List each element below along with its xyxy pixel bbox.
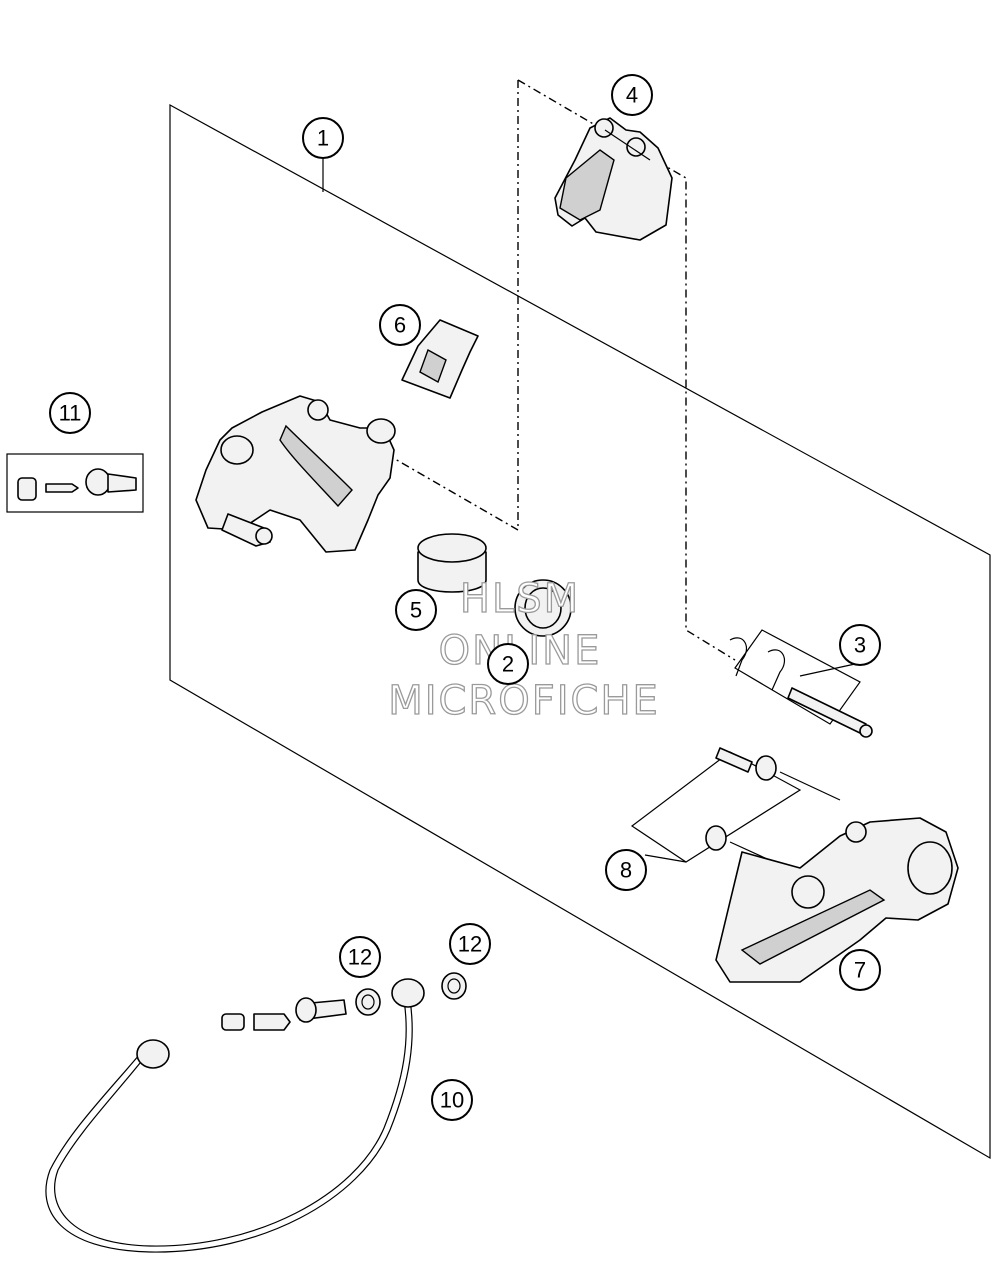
- callout-10-label: 10: [440, 1088, 464, 1113]
- piston-seal: [514, 579, 572, 637]
- sealing-washers: [355, 972, 467, 1016]
- callout-2: 2: [487, 643, 529, 685]
- callout-6: 6: [379, 304, 421, 346]
- pad-retainer: [401, 319, 479, 399]
- callout-12-right: 12: [449, 923, 491, 965]
- brake-pads: [554, 117, 673, 241]
- callout-6-label: 6: [394, 313, 406, 338]
- callout-1: 1: [302, 117, 344, 159]
- callout-3-label: 3: [854, 633, 866, 658]
- callout-12-right-label: 12: [458, 932, 482, 957]
- guide-bushings: [630, 747, 841, 875]
- callout-2-label: 2: [502, 652, 514, 677]
- callout-7-label: 7: [854, 958, 866, 983]
- watermark-line-1: HLSM: [460, 576, 580, 622]
- callout-8: 8: [605, 849, 647, 891]
- callout-11-label: 11: [59, 401, 82, 426]
- watermark: HLSM ONLINE MICROFICHE: [388, 575, 660, 724]
- callout-8-label: 8: [620, 858, 632, 883]
- guide-line-left: [387, 80, 519, 532]
- callout-4-label: 4: [626, 83, 638, 108]
- bleeder-kit: [6, 453, 144, 513]
- callout-11: 11: [49, 392, 91, 434]
- callout-5: 5: [395, 589, 437, 631]
- leader-3: [799, 663, 856, 677]
- callout-7: 7: [839, 949, 881, 991]
- watermark-line-3: MICROFICHE: [388, 678, 660, 724]
- brake-hose: [45, 978, 425, 1253]
- callout-5-label: 5: [410, 598, 422, 623]
- callout-10: 10: [431, 1079, 473, 1121]
- callout-12-left-label: 12: [348, 945, 372, 970]
- assembly-frame: [169, 103, 991, 1160]
- callout-12-left: 12: [339, 936, 381, 978]
- brake-caliper: [195, 395, 396, 553]
- callout-4: 4: [611, 74, 653, 116]
- pin-with-clips: [729, 629, 873, 738]
- caliper-piston: [417, 533, 487, 593]
- callout-3: 3: [839, 624, 881, 666]
- callout-1-label: 1: [317, 126, 329, 151]
- caliper-carrier: [715, 817, 959, 983]
- leader-8: [644, 854, 687, 863]
